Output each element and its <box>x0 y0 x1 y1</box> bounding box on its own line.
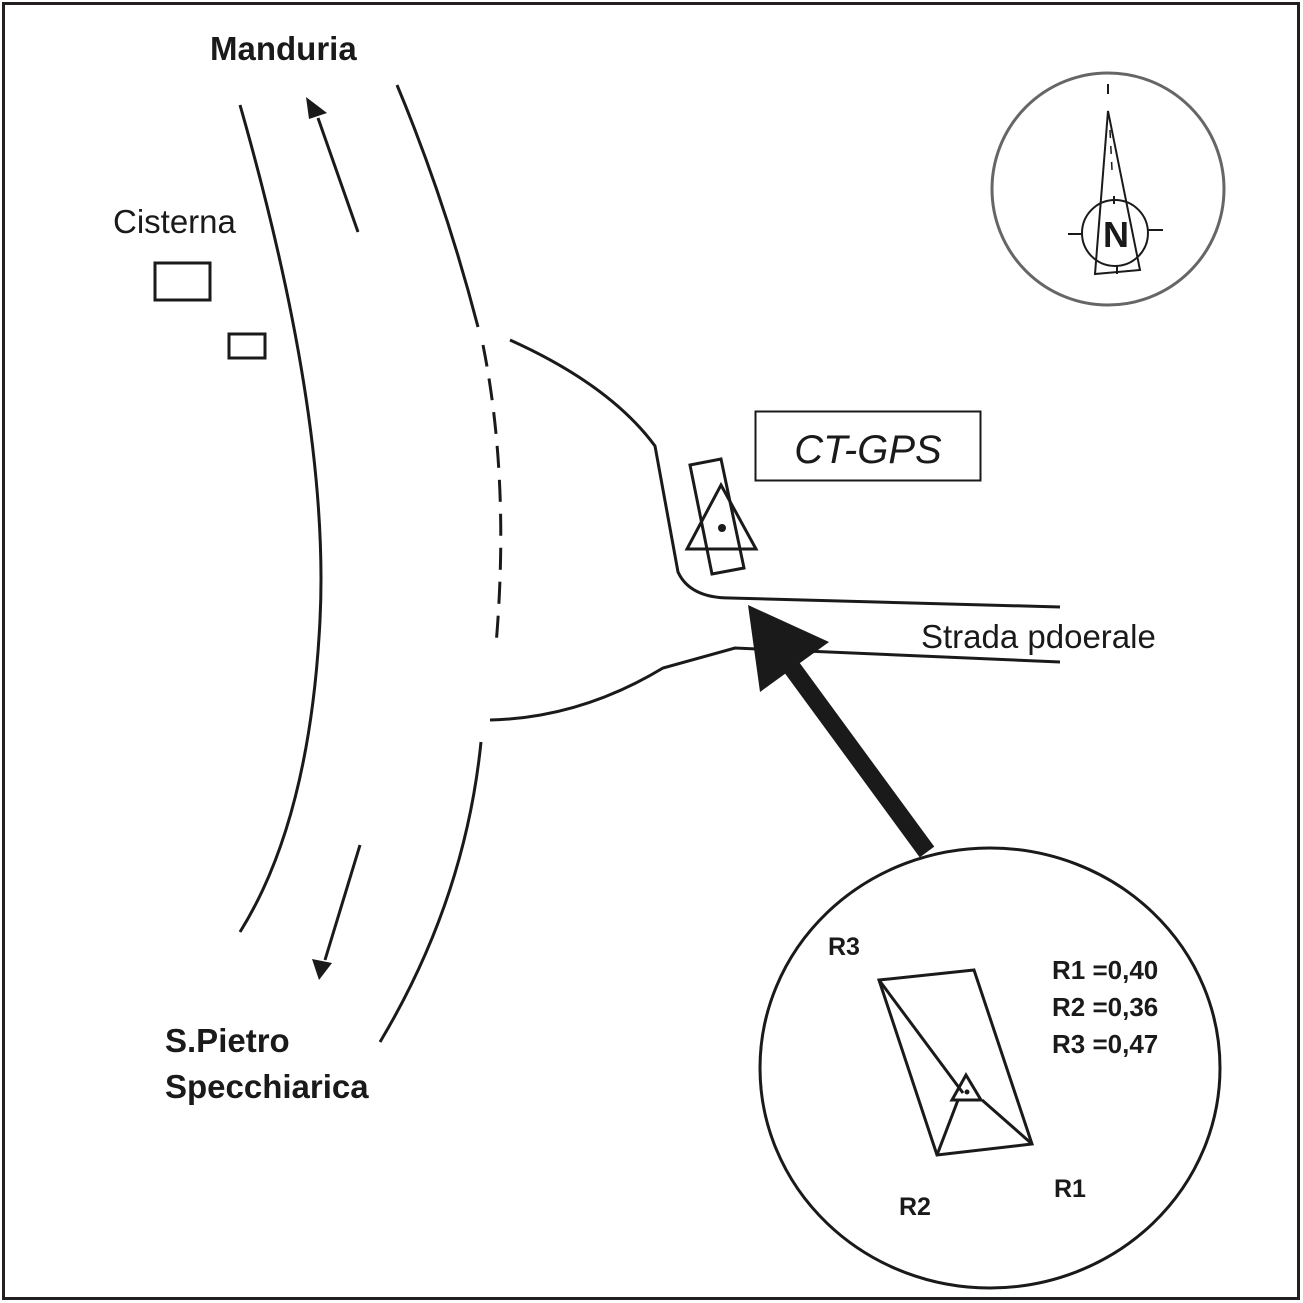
label-cisterna: Cisterna <box>113 203 237 240</box>
direction-arrow-south <box>312 844 362 980</box>
direction-arrow-north <box>306 97 360 233</box>
label-s-pietro: S.Pietro <box>165 1022 290 1059</box>
inset-detail-circle <box>758 846 1222 1290</box>
main-road-west-edge <box>238 104 323 933</box>
distance-r1: R1 =0,40 <box>1052 955 1158 985</box>
label-specchiarica: Specchiarica <box>165 1068 369 1105</box>
distance-r3: R3 =0,47 <box>1052 1029 1158 1059</box>
vertex-label-r3: R3 <box>828 933 860 961</box>
vertex-label-r1: R1 <box>1054 1175 1086 1203</box>
label-manduria: Manduria <box>210 30 357 67</box>
label-strada-poderale: Strada pdoerale <box>921 618 1156 655</box>
inset-triangulation-diagram <box>876 968 1035 1157</box>
cistern-building-large <box>153 261 212 302</box>
station-label-box <box>754 410 982 482</box>
main-road-east-edge-south <box>378 741 483 1043</box>
main-road-east-edge-dashed <box>481 344 503 646</box>
cistern-building-small <box>227 332 267 360</box>
side-road-north-edge <box>509 338 1061 609</box>
vertex-label-r2: R2 <box>899 1193 931 1221</box>
side-road-south-edge <box>489 646 1061 722</box>
station-label: CT-GPS <box>794 428 942 472</box>
compass-north-letter: N <box>1103 214 1129 255</box>
main-road-east-edge-north <box>395 84 480 328</box>
gps-station-triangle-icon <box>684 457 759 576</box>
pointer-arrow <box>748 605 935 858</box>
distance-r2: R2 =0,36 <box>1052 992 1158 1022</box>
north-arrow-icon: N <box>990 71 1226 307</box>
